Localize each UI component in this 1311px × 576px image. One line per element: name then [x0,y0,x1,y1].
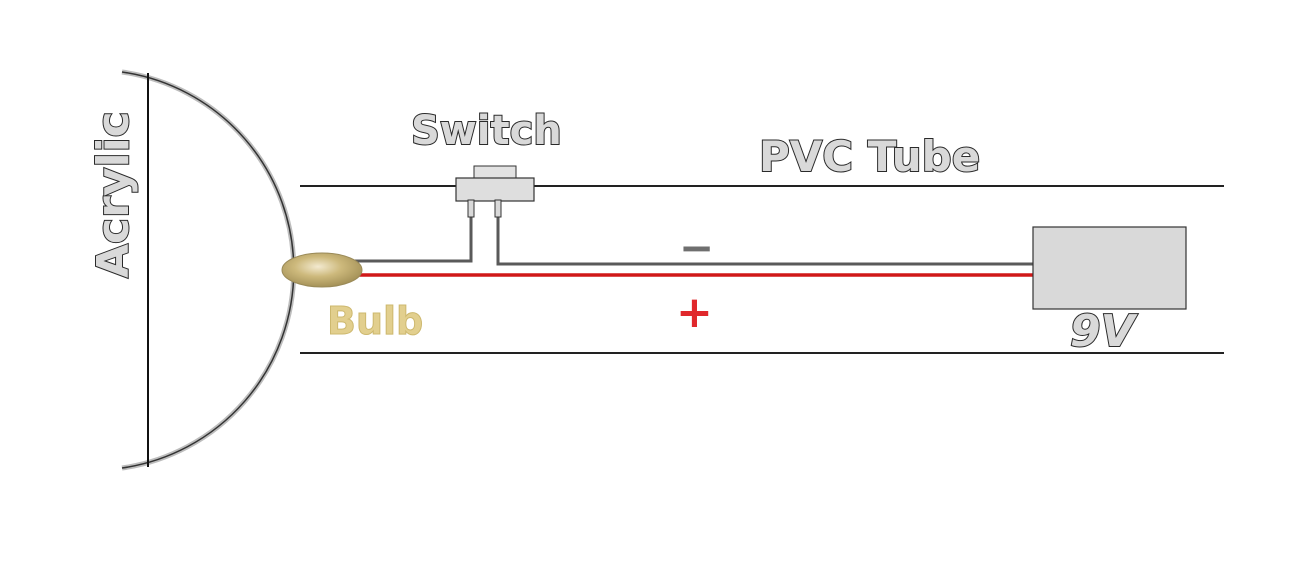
switch [455,165,535,218]
battery-label: 9V [1070,306,1138,357]
bulb-label: Bulb [327,299,423,343]
switch-pin-left [467,199,475,218]
switch-pin-right [494,199,502,218]
negative-sign: − [679,223,714,272]
negative-wire-to-battery [496,212,1033,266]
acrylic-label: Acrylic [88,111,139,278]
bulb [281,252,363,288]
switch-body [455,177,535,202]
pvc-tube-label: PVC Tube [759,132,980,181]
positive-sign: + [676,287,713,338]
negative-wire [322,212,473,263]
switch-label: Switch [411,108,562,154]
battery-9v [1032,226,1187,310]
